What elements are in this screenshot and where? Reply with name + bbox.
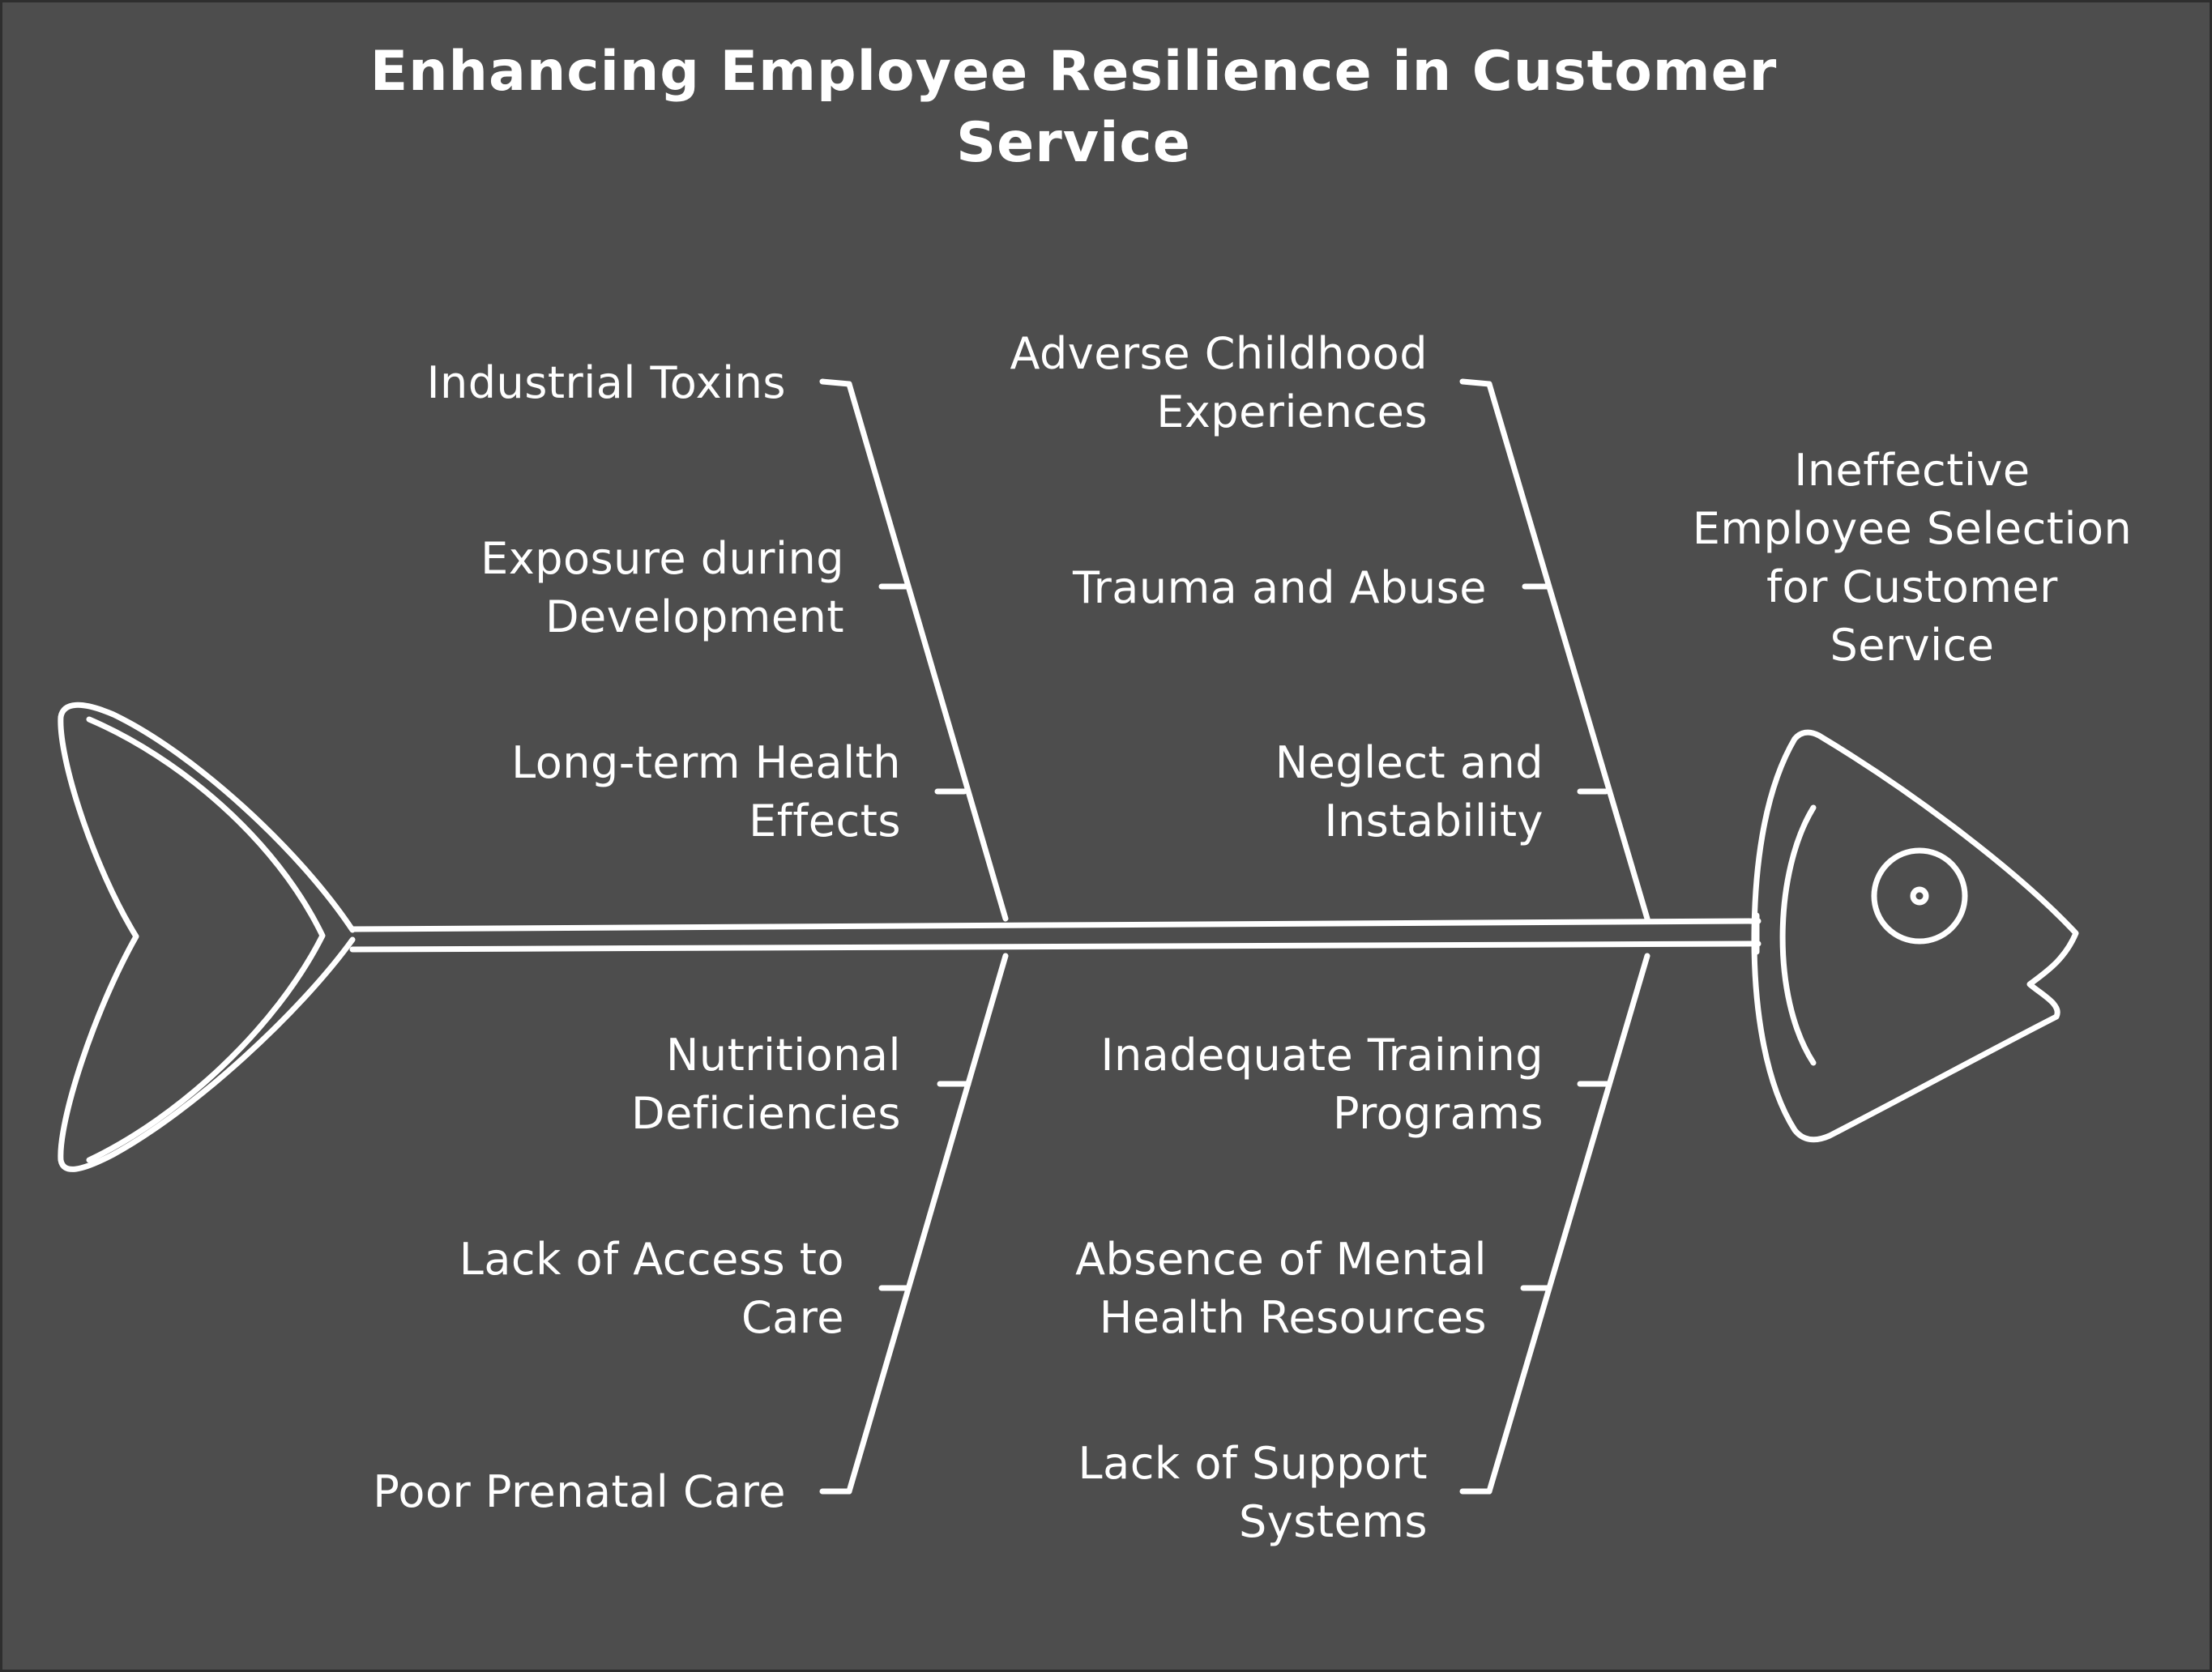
effect-label: Ineffective Employee Selection for Custo… xyxy=(1692,445,2133,671)
cause-absence-of-mental-health-resources: Absence of Mental Health Resources xyxy=(1075,1234,1487,1343)
cause-industrial-toxins: Industrial Toxins xyxy=(426,357,786,408)
fish-gill xyxy=(1779,804,1817,1066)
bone-upper-left xyxy=(846,381,1009,922)
bone-upper-right xyxy=(1486,381,1650,922)
diagram-title: Enhancing Employee Resilience in Custome… xyxy=(369,40,1778,175)
cause-lack-of-support-systems: Lack of Support Systems xyxy=(1078,1438,1428,1547)
cause-trauma-and-abuse: Trauma and Abuse xyxy=(1073,562,1487,613)
cause-exposure-during-development: Exposure during Development xyxy=(480,533,844,642)
cause-poor-prenatal-care: Poor Prenatal Care xyxy=(373,1466,786,1517)
cause-long-term-health-effects: Long-term Health Effects xyxy=(511,737,901,847)
fish-tail-inner xyxy=(86,716,326,1163)
bone-lower-right xyxy=(1486,953,1650,1495)
cause-nutritional-deficiencies: Nutritional Deficiencies xyxy=(630,1030,901,1139)
fish-eye xyxy=(1871,847,1968,945)
cause-adverse-childhood-experiences: Adverse Childhood Experiences xyxy=(1010,328,1428,437)
fish-pupil xyxy=(1910,886,1929,906)
cause-lack-of-access-to-care: Lack of Access to Care xyxy=(459,1234,844,1343)
fish-tail-outer xyxy=(58,702,356,1172)
cause-inadequate-training-programs: Inadequate Training Programs xyxy=(1100,1030,1544,1139)
fish-spine xyxy=(349,918,1761,953)
cause-neglect-and-instability: Neglect and Instability xyxy=(1275,737,1544,847)
fish-head xyxy=(1751,729,2079,1143)
bone-lower-left xyxy=(846,953,1009,1495)
